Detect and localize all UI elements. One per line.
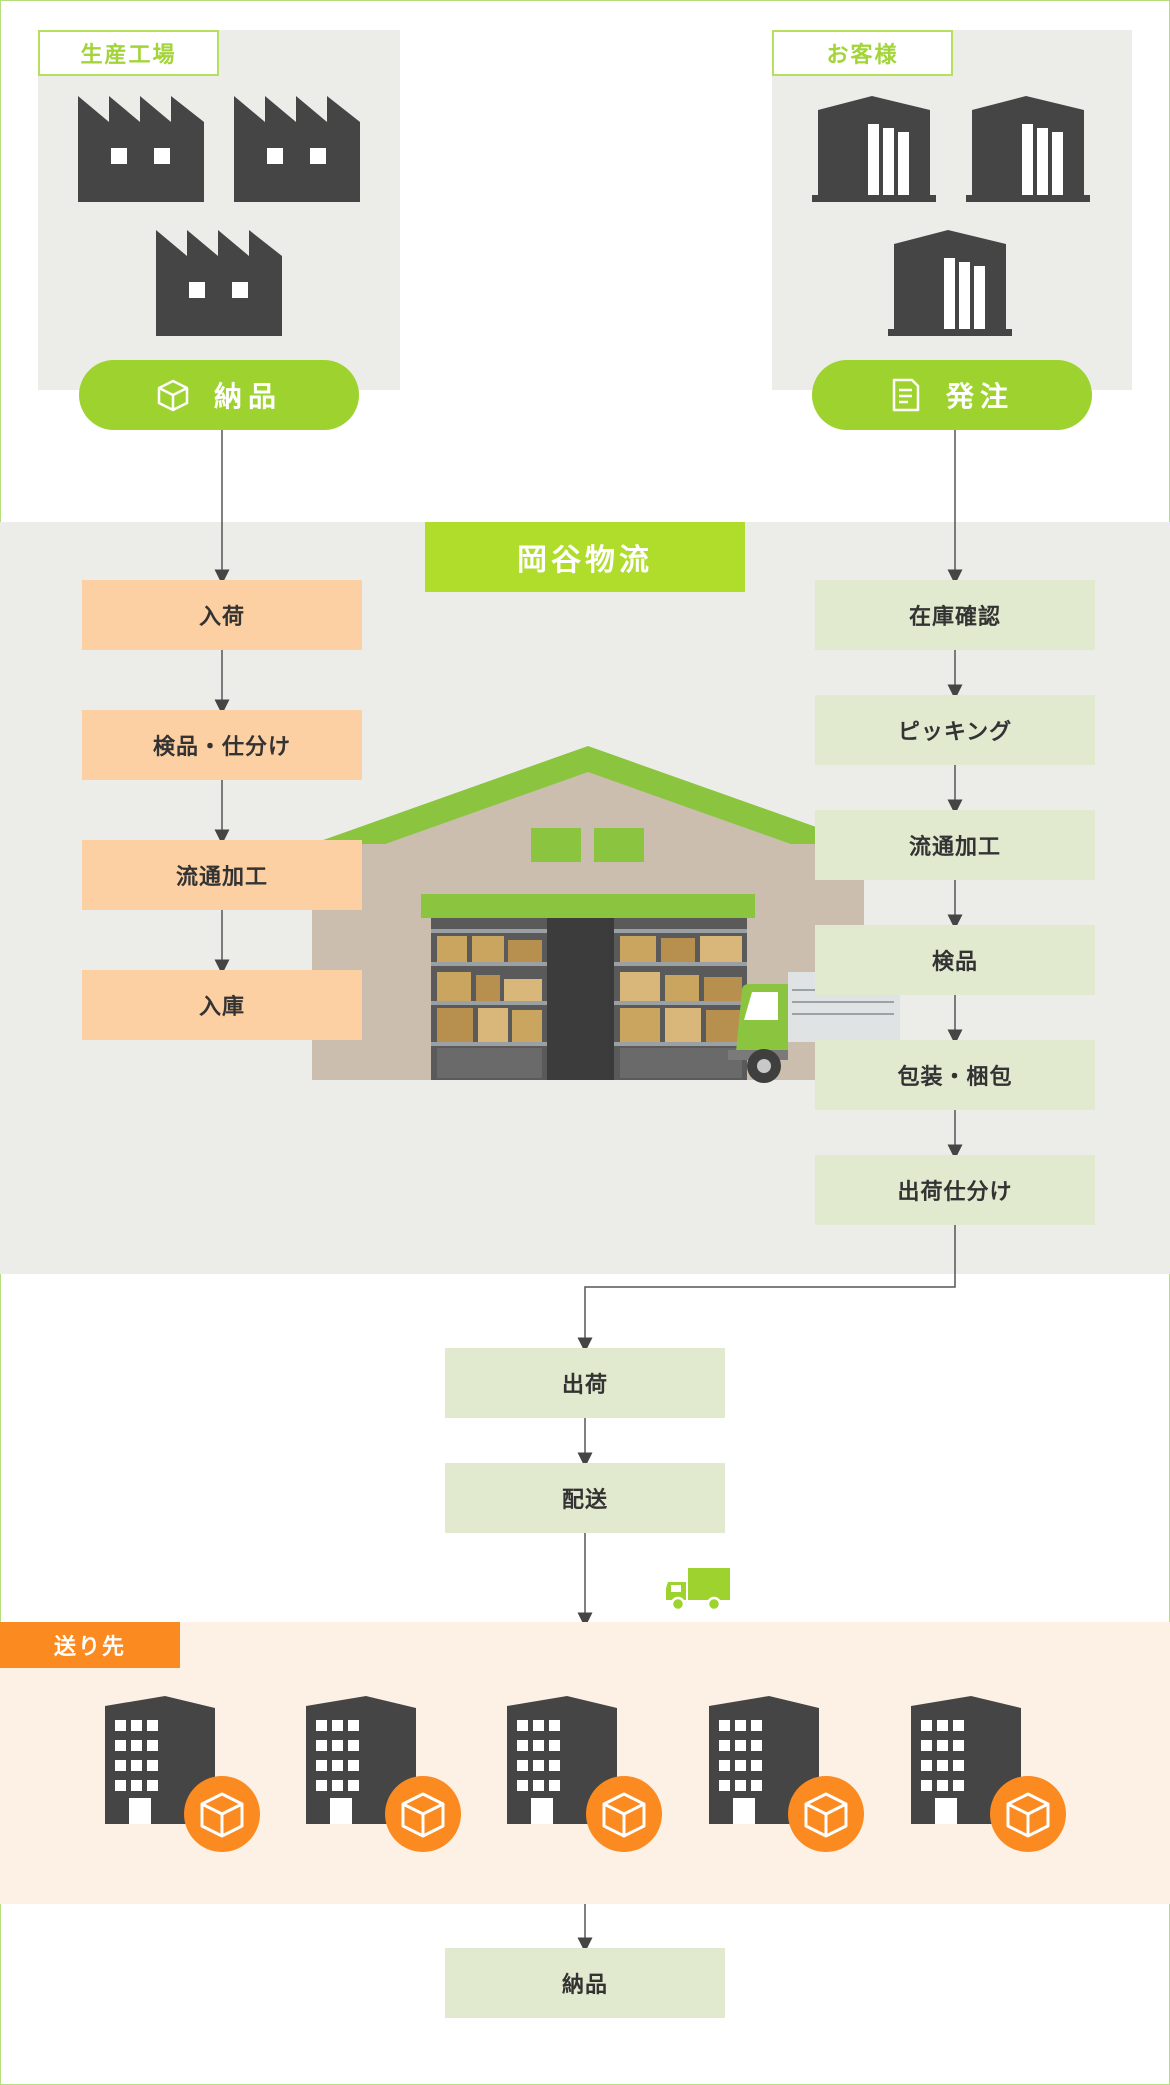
customer-order-pill: 発注 xyxy=(812,360,1092,430)
document-icon xyxy=(892,378,920,412)
building-icon xyxy=(306,1696,461,1852)
customer-pill-label: 発注 xyxy=(945,380,1014,413)
warehouse-icon xyxy=(966,96,1090,202)
building-icon xyxy=(709,1696,864,1852)
outbound-step: ピッキング xyxy=(815,695,1095,765)
inbound-step: 入庫 xyxy=(82,970,362,1040)
inbound-step: 検品・仕分け xyxy=(82,710,362,780)
outbound-step: 検品 xyxy=(815,925,1095,995)
customer-tag: お客様 xyxy=(772,30,953,76)
building-icon xyxy=(507,1696,662,1852)
inbound-step: 流通加工 xyxy=(82,840,362,910)
factory-icon xyxy=(78,96,204,202)
factory-icon xyxy=(156,230,282,336)
factory-tag: 生産工場 xyxy=(38,30,219,76)
shelf-left xyxy=(431,918,547,1080)
logistics-title: 岡谷物流 xyxy=(425,522,745,592)
inbound-step: 入荷 xyxy=(82,580,362,650)
factory-pill-label: 納品 xyxy=(213,380,282,413)
building-icon xyxy=(911,1696,1066,1852)
factory-icon xyxy=(234,96,360,202)
outbound-step: 流通加工 xyxy=(815,810,1095,880)
warehouse-icon xyxy=(812,96,936,202)
shipping-step: 配送 xyxy=(445,1463,725,1533)
shipping-step: 出荷 xyxy=(445,1348,725,1418)
outbound-step: 出荷仕分け xyxy=(815,1155,1095,1225)
final-delivery-step: 納品 xyxy=(445,1948,725,2018)
outbound-step: 在庫確認 xyxy=(815,580,1095,650)
warehouse-icon xyxy=(888,230,1012,336)
outbound-step: 包装・梱包 xyxy=(815,1040,1095,1110)
box-icon xyxy=(157,379,189,412)
building-icon xyxy=(105,1696,260,1852)
destinations-tag: 送り先 xyxy=(0,1622,180,1668)
shelf-right xyxy=(614,918,747,1080)
factory-delivery-pill: 納品 xyxy=(79,360,359,430)
delivery-truck-icon xyxy=(666,1568,730,1612)
